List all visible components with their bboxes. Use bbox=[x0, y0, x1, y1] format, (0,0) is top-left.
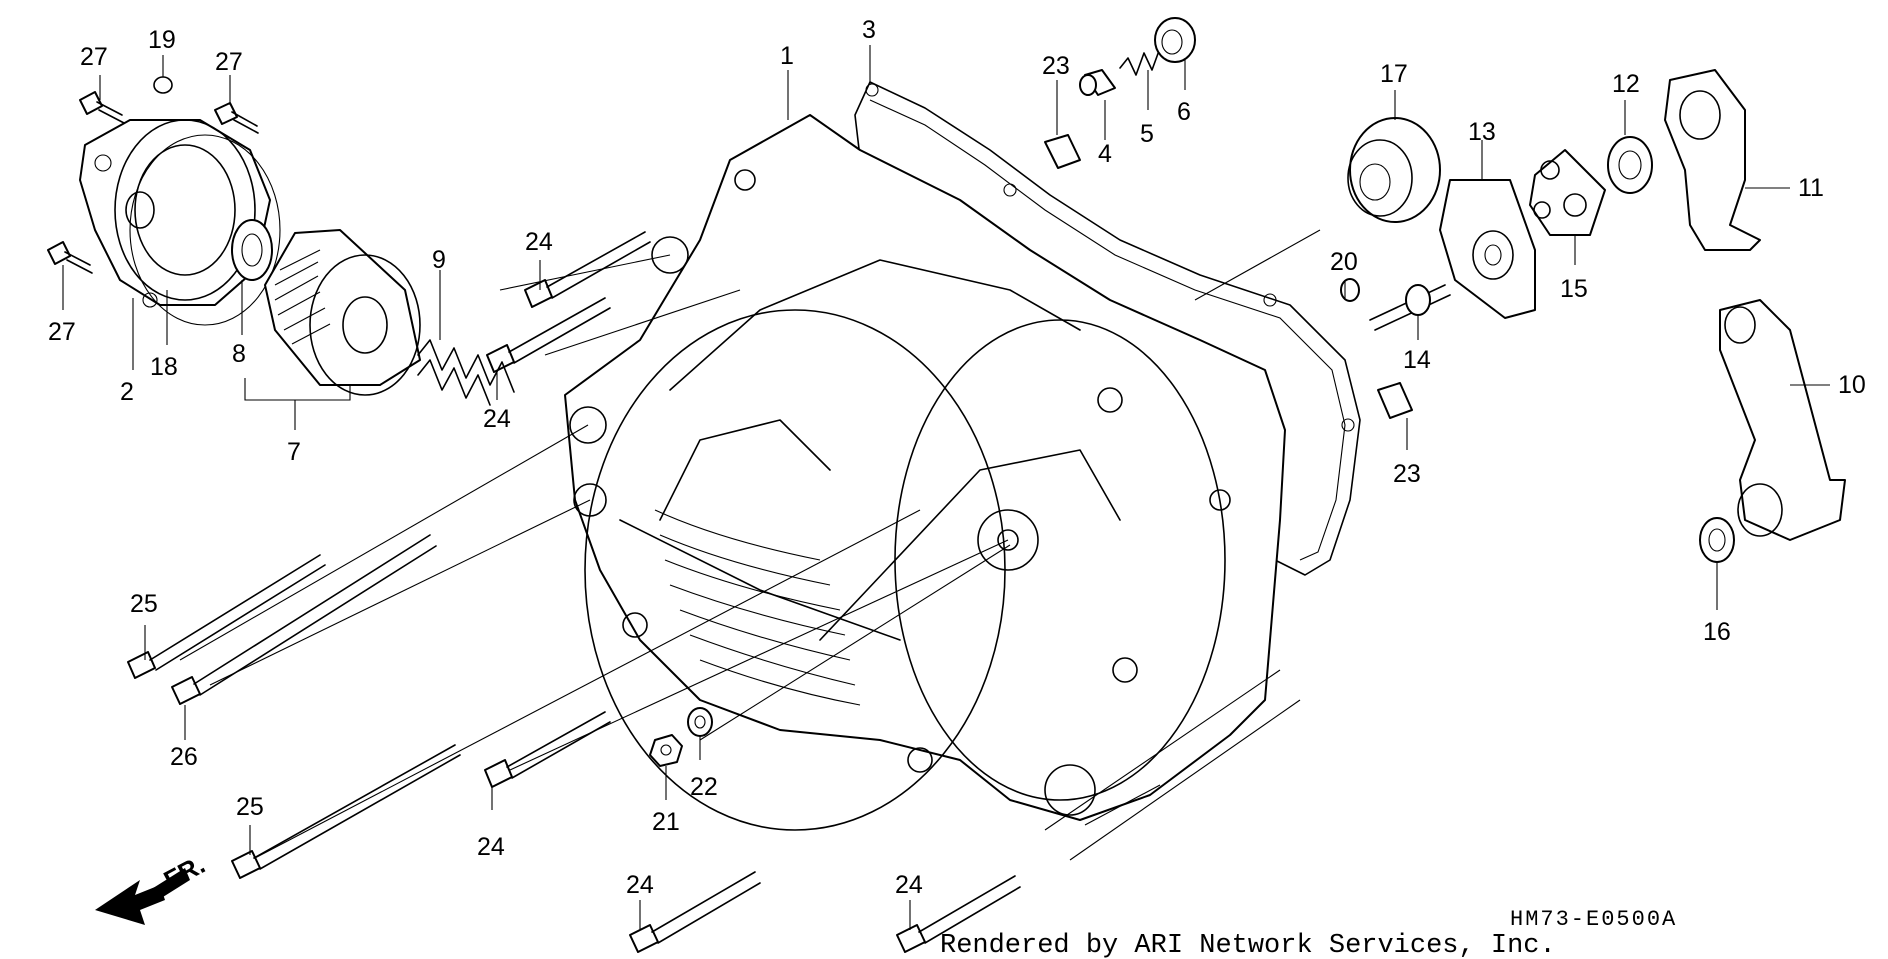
washer-part-22 bbox=[687, 707, 713, 737]
callout-25-upper: 25 bbox=[130, 590, 158, 618]
part-7-bracket bbox=[244, 378, 351, 401]
callout-10: 10 bbox=[1838, 371, 1866, 399]
o-ring-part-18 bbox=[129, 134, 281, 326]
credit-text: Rendered by ARI Network Services, Inc. bbox=[940, 931, 1556, 959]
bolt-part-25b bbox=[231, 744, 461, 879]
cap-part-6 bbox=[1154, 17, 1196, 63]
callout-15: 15 bbox=[1560, 275, 1588, 303]
callout-21: 21 bbox=[652, 808, 680, 836]
washer-part-20 bbox=[1340, 278, 1360, 302]
bolt-part-24e bbox=[486, 297, 611, 373]
bolt-part-25a bbox=[127, 554, 326, 679]
callout-26: 26 bbox=[170, 743, 198, 771]
callout-20: 20 bbox=[1330, 248, 1358, 276]
bolt-part-24d bbox=[524, 231, 651, 308]
seal-part-12 bbox=[1607, 136, 1653, 194]
bolt-part-24c bbox=[896, 875, 1021, 953]
leader-lines bbox=[179, 229, 1321, 861]
callout-22: 22 bbox=[690, 773, 718, 801]
cam-plate-part-15 bbox=[1529, 149, 1606, 236]
bolt-part-26 bbox=[171, 534, 437, 705]
plunger-part-4 bbox=[1079, 69, 1116, 96]
callout-8: 8 bbox=[232, 340, 246, 368]
callout-27-top-left: 27 bbox=[80, 43, 108, 71]
callout-24-bottom-right: 24 bbox=[895, 871, 923, 899]
callout-9: 9 bbox=[432, 246, 446, 274]
bolt-part-27a bbox=[79, 91, 125, 124]
arm-part-11 bbox=[1664, 69, 1761, 251]
callout-18: 18 bbox=[150, 353, 178, 381]
filter-cover-part-2 bbox=[79, 119, 271, 308]
callout-2: 2 bbox=[120, 378, 134, 406]
dowel-part-23a bbox=[1044, 134, 1081, 169]
callout-17: 17 bbox=[1380, 60, 1408, 88]
callout-24-lower-left: 24 bbox=[477, 833, 505, 861]
washer-part-16 bbox=[1699, 517, 1735, 563]
plate-part-13 bbox=[1439, 179, 1536, 319]
bearing-part-17 bbox=[1347, 117, 1441, 223]
callout-13: 13 bbox=[1468, 118, 1496, 146]
bolt-part-24b bbox=[629, 871, 761, 953]
o-ring-part-19 bbox=[153, 76, 173, 94]
spring-part-9 bbox=[417, 339, 515, 406]
crankcase-cover-part-1 bbox=[564, 114, 1286, 831]
front-direction-arrow: FR. bbox=[95, 849, 210, 925]
callout-7: 7 bbox=[287, 438, 301, 466]
callout-labels: 1 2 3 4 5 6 7 8 9 10 11 12 13 14 15 16 1… bbox=[48, 16, 1866, 899]
callout-3: 3 bbox=[862, 16, 876, 44]
callout-25-lower: 25 bbox=[236, 793, 264, 821]
pivot-bolt-part-14 bbox=[1369, 284, 1451, 331]
callout-16: 16 bbox=[1703, 618, 1731, 646]
oil-filter-part-7 bbox=[264, 229, 421, 396]
callout-24-upper: 24 bbox=[525, 228, 553, 256]
callout-11: 11 bbox=[1798, 174, 1824, 202]
seal-part-8 bbox=[231, 219, 273, 281]
callout-19: 19 bbox=[148, 26, 176, 54]
callout-27-top-right: 27 bbox=[215, 48, 243, 76]
spring-part-5 bbox=[1119, 47, 1161, 76]
callout-24-mid: 24 bbox=[483, 405, 511, 433]
callout-14: 14 bbox=[1403, 346, 1431, 374]
bolt-part-27c bbox=[47, 241, 93, 274]
dowel-part-23b bbox=[1377, 382, 1413, 419]
diagram-code: HM73-E0500A bbox=[1510, 907, 1677, 932]
callout-23-right: 23 bbox=[1393, 460, 1421, 488]
callout-27-left: 27 bbox=[48, 318, 76, 346]
callout-4: 4 bbox=[1098, 140, 1112, 168]
lever-part-10 bbox=[1719, 299, 1846, 541]
nut-part-21 bbox=[649, 734, 683, 767]
callout-12: 12 bbox=[1612, 70, 1640, 98]
callout-5: 5 bbox=[1140, 120, 1154, 148]
callout-1: 1 bbox=[780, 42, 794, 70]
callout-23-top: 23 bbox=[1042, 52, 1070, 80]
bolt-part-27b bbox=[214, 102, 259, 134]
callout-24-bottom: 24 bbox=[626, 871, 654, 899]
bolt-part-24a bbox=[484, 711, 611, 788]
callout-leaders bbox=[62, 45, 1830, 930]
callout-6: 6 bbox=[1177, 98, 1191, 126]
